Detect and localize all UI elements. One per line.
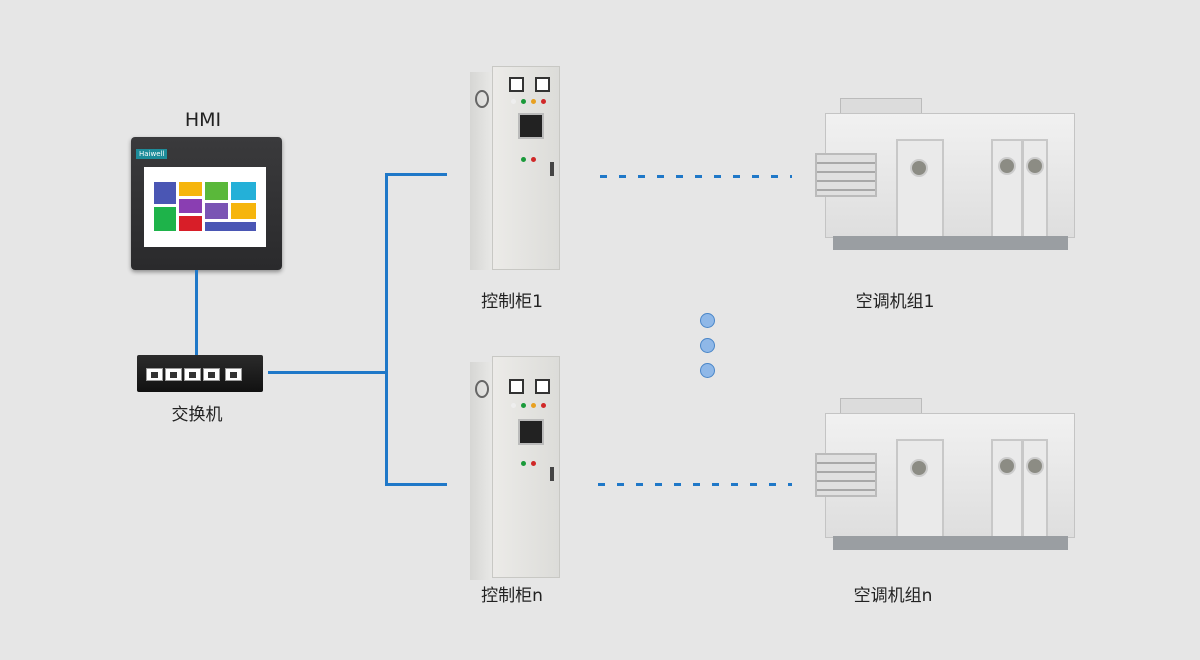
fan-icon xyxy=(475,90,489,108)
cabinet-n-label: 控制柜n xyxy=(481,586,543,606)
cabinet-1-label: 控制柜1 xyxy=(481,292,543,312)
hmi-label: HMI xyxy=(184,109,222,131)
cabinetn-link xyxy=(385,483,447,486)
hmi-device: Haiwell xyxy=(131,137,282,270)
bus-line xyxy=(385,173,388,486)
air-handling-unit-n xyxy=(815,398,1075,553)
hmi-screen xyxy=(144,167,266,247)
control-cabinet-n xyxy=(470,356,562,580)
switch-trunk-link xyxy=(268,371,387,374)
cabinetn-ahun-link xyxy=(598,483,792,486)
cabinet1-ahu1-link xyxy=(600,175,792,178)
cabinet1-link xyxy=(385,173,447,176)
air-handling-unit-1 xyxy=(815,98,1075,253)
network-switch xyxy=(137,355,263,392)
hmi-switch-link xyxy=(195,270,198,356)
switch-label: 交换机 xyxy=(171,405,223,425)
control-cabinet-1 xyxy=(470,66,562,273)
ellipsis-dot xyxy=(700,338,715,353)
ellipsis-dot xyxy=(700,363,715,378)
brand-logo: Haiwell xyxy=(136,149,168,159)
ahu-n-label: 空调机组n xyxy=(853,586,933,606)
fan-icon xyxy=(475,380,489,398)
ahu-1-label: 空调机组1 xyxy=(855,292,935,312)
ellipsis-dot xyxy=(700,313,715,328)
